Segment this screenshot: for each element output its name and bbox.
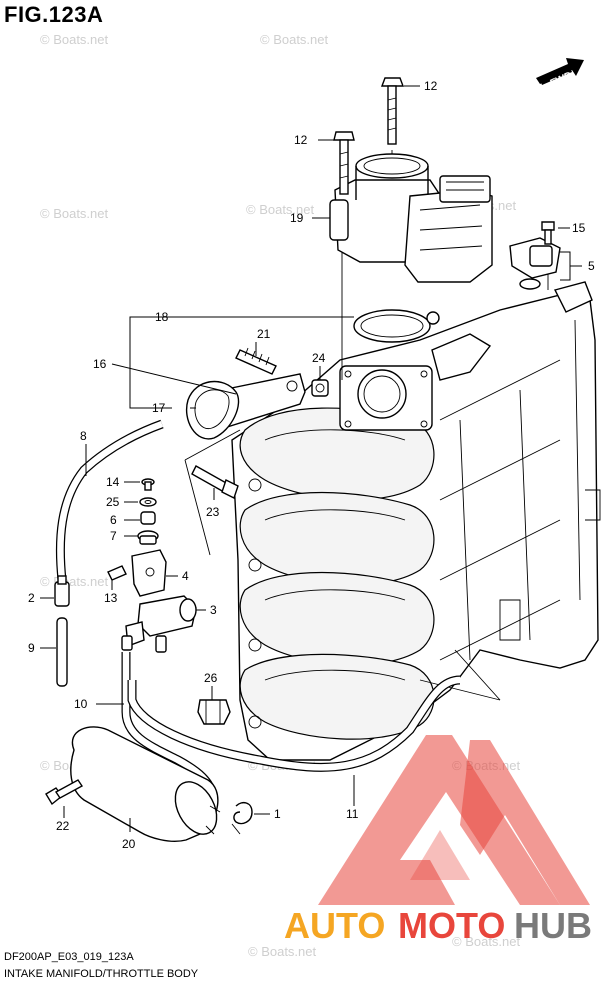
callout-16: 16 (93, 357, 107, 371)
automotohub-wordmark: AUTO MOTO HUB (284, 905, 592, 946)
forward-arrow-icon: FWD (536, 58, 584, 89)
callout-23: 23 (206, 505, 220, 519)
callout-15: 15 (572, 221, 586, 235)
clamp-26 (197, 699, 231, 725)
callout-19: 19 (290, 211, 304, 225)
callout-1: 1 (274, 807, 281, 821)
callout-3: 3 (210, 603, 217, 617)
canister-20 (70, 726, 221, 842)
brand-auto: AUTO (284, 905, 385, 946)
screw-14 (141, 478, 155, 491)
figure-name: INTAKE MANIFOLD/THROTTLE BODY (4, 968, 199, 980)
callout-10: 10 (74, 697, 88, 711)
callout-25: 25 (106, 495, 120, 509)
hose-8 (55, 419, 164, 581)
automotohub-logo (318, 735, 590, 905)
callout-17: 17 (152, 401, 166, 415)
callout-2: 2 (28, 591, 35, 605)
callout-8: 8 (80, 429, 87, 443)
leader-lines (40, 85, 582, 832)
intake-manifold (231, 281, 601, 761)
bolt-13 (107, 565, 127, 581)
callout-4: 4 (182, 569, 189, 583)
callout-14: 14 (106, 475, 120, 489)
callout-21: 21 (257, 327, 271, 341)
watermark: © Boats.net (260, 32, 329, 47)
bolt-22 (45, 779, 84, 806)
watermark: © Boats.net (452, 934, 521, 949)
stud-21 (235, 347, 277, 375)
callouts: 12 12 19 15 5 18 21 24 16 17 8 14 25 6 7… (28, 79, 595, 851)
gasket-17 (186, 380, 240, 440)
watermark: © Boats.net (40, 32, 109, 47)
bracket-4 (131, 549, 167, 597)
callout-24: 24 (312, 351, 326, 365)
bolt-12-long (380, 77, 405, 145)
screw-15 (541, 221, 555, 245)
callout-7: 7 (110, 529, 117, 543)
watermark: © Boats.net (248, 944, 317, 959)
bolt-12-short (333, 131, 355, 195)
hose-11 (127, 675, 461, 772)
callout-13: 13 (104, 591, 118, 605)
solenoid-valve-3 (121, 595, 197, 653)
watermark: © Boats.net (246, 202, 315, 217)
grommet-7 (137, 530, 159, 545)
callout-18: 18 (155, 310, 169, 324)
callout-5: 5 (588, 259, 595, 273)
nut-24 (311, 379, 329, 397)
throttle-body (329, 153, 493, 283)
callout-11: 11 (346, 807, 359, 821)
brand-hub: HUB (514, 905, 592, 946)
washer-25 (139, 497, 157, 507)
callout-9: 9 (28, 641, 35, 655)
watermark: © Boats.net (40, 206, 109, 221)
joint-2 (54, 575, 70, 607)
figure-title: FIG.123A (4, 2, 104, 27)
callout-26: 26 (204, 671, 218, 685)
clip-1 (231, 801, 253, 835)
watermark: © Boats.net (40, 574, 109, 589)
gasket-18 (353, 309, 440, 343)
callout-12-short: 12 (294, 133, 308, 147)
grommet-6 (140, 511, 156, 525)
bolt-23 (191, 465, 239, 499)
sensor-5 (509, 237, 561, 290)
callout-22: 22 (56, 819, 70, 833)
callout-12-long: 12 (424, 79, 438, 93)
brand-moto: MOTO (398, 905, 505, 946)
callout-6: 6 (110, 513, 117, 527)
figure-code: DF200AP_E03_019_123A (4, 951, 134, 963)
hose-9 (56, 617, 68, 687)
callout-20: 20 (122, 837, 136, 851)
